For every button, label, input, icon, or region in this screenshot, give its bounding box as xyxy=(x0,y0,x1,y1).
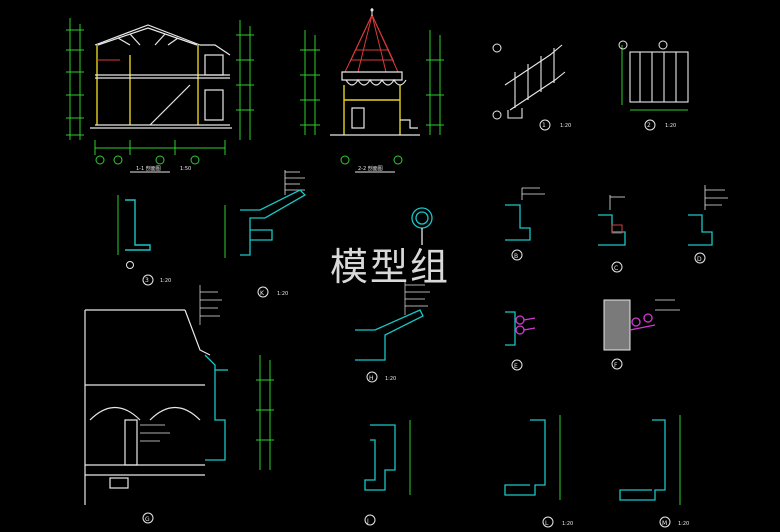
detail-m: M 1:20 xyxy=(619,415,689,528)
detail-k-eave: K 1:20 xyxy=(224,170,307,298)
detail-2-scale: 1:20 xyxy=(665,123,676,129)
detail-h-label: H xyxy=(369,375,374,382)
watermark-text: 模型组 xyxy=(330,245,450,289)
detail-m-scale: 1:20 xyxy=(678,521,689,527)
section-1-1-drawing: 1-1 剖面图 1:50 xyxy=(66,18,254,173)
detail-m-label: M xyxy=(662,520,667,527)
detail-b: B xyxy=(505,187,545,261)
detail-j: J xyxy=(364,420,411,526)
detail-2-number: 2 xyxy=(647,122,651,129)
detail-k-scale: 1:20 xyxy=(277,291,288,297)
detail-e-label: E xyxy=(514,363,518,370)
detail-1-scale: 1:20 xyxy=(560,123,571,129)
detail-d: D xyxy=(688,185,728,264)
detail-2-railing: 2 1:20 xyxy=(618,40,689,131)
detail-l-scale: 1:20 xyxy=(562,521,573,527)
detail-b-label: B xyxy=(514,253,518,260)
detail-3-scale: 1:20 xyxy=(160,278,171,284)
detail-k-label: K xyxy=(260,290,265,297)
section-1-scale: 1:50 xyxy=(180,166,191,172)
detail-3-cornice: 3 1:20 xyxy=(117,195,171,286)
section-2-title: 2-2 剖面图 xyxy=(358,165,383,172)
detail-e: E xyxy=(505,311,536,371)
detail-h: H 1:20 xyxy=(355,280,430,383)
detail-d-label: D xyxy=(697,256,702,263)
detail-j-label: J xyxy=(366,518,369,525)
section-1-title: 1-1 剖面图 xyxy=(136,165,161,172)
detail-f-label: F xyxy=(614,362,618,369)
detail-1-number: 1 xyxy=(542,122,546,129)
detail-l: L 1:20 xyxy=(504,415,573,528)
detail-3-number: 3 xyxy=(145,277,149,284)
detail-c: C xyxy=(598,195,626,273)
detail-h-scale: 1:20 xyxy=(385,376,396,382)
detail-g-label: G xyxy=(145,516,150,523)
detail-circle-ornament xyxy=(411,207,433,245)
detail-c-label: C xyxy=(614,265,618,272)
section-2-2-drawing: 2-2 剖面图 xyxy=(300,8,444,173)
detail-f: F xyxy=(603,299,680,370)
detail-g-arcade: G xyxy=(84,285,274,524)
detail-l-label: L xyxy=(545,520,549,527)
detail-1-railing: 1 1:20 xyxy=(492,43,571,131)
